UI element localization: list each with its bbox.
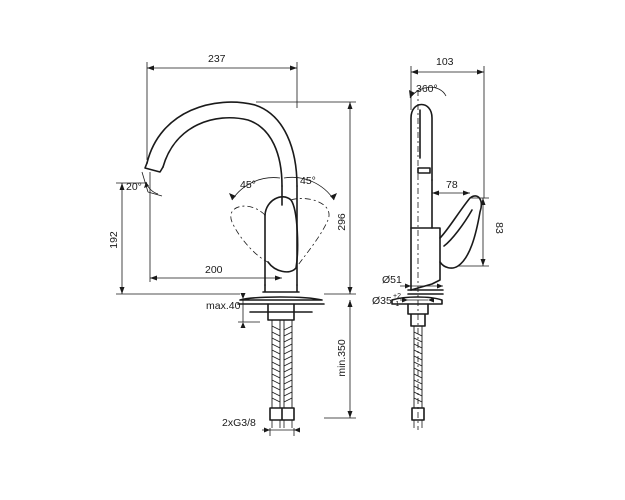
deck-plate	[237, 296, 325, 305]
side-base	[407, 289, 444, 295]
aerator-tip	[144, 162, 164, 173]
side-lever	[439, 195, 483, 269]
side-deck	[391, 296, 443, 305]
side-column	[410, 103, 433, 291]
dim-lever-height: 83	[493, 222, 505, 234]
dim-rotation: 360°	[416, 83, 438, 95]
deck-nut	[249, 303, 313, 321]
dim-reach: 200	[205, 264, 223, 276]
dim-angle-left: 45°	[240, 179, 256, 191]
dim-depth: 103	[436, 56, 454, 68]
side-body	[410, 179, 441, 291]
dim-body-diameter: Ø51	[382, 274, 402, 286]
spout-outline-inner	[162, 116, 283, 187]
dim-width-total: 237	[208, 53, 226, 65]
dim-aerator-angle: 20°	[126, 181, 142, 193]
front-view: 237 200 192 296 min.350 max.40 20° 45° 4…	[108, 53, 356, 436]
hoses	[269, 320, 295, 428]
angle-arc-right	[283, 176, 335, 201]
dim-lever-offset: 78	[446, 179, 458, 191]
lever-right-position	[290, 198, 330, 269]
dim-hole-tol-upper: +2	[393, 293, 401, 300]
lever-left-position	[230, 205, 269, 263]
dim-hole-tol-lower: -1	[393, 301, 399, 308]
dim-total-height: 296	[336, 213, 348, 231]
side-outlet	[417, 167, 431, 174]
side-hose	[413, 326, 423, 408]
base	[262, 284, 300, 293]
dim-max-deck: max.40	[206, 300, 241, 312]
spout-outline-outer	[146, 101, 298, 187]
side-view: 103 360° 78 83 Ø51 Ø35 +2 -1	[372, 56, 505, 430]
dim-connection: 2xG3/8	[222, 417, 256, 429]
dim-hose-length: min.350	[336, 339, 348, 377]
lever	[264, 196, 299, 273]
dim-hole-diameter: Ø35	[372, 295, 392, 307]
angle-arc-left	[231, 177, 281, 201]
dim-angle-right: 45°	[300, 175, 316, 187]
dim-outlet-height: 192	[108, 231, 120, 249]
